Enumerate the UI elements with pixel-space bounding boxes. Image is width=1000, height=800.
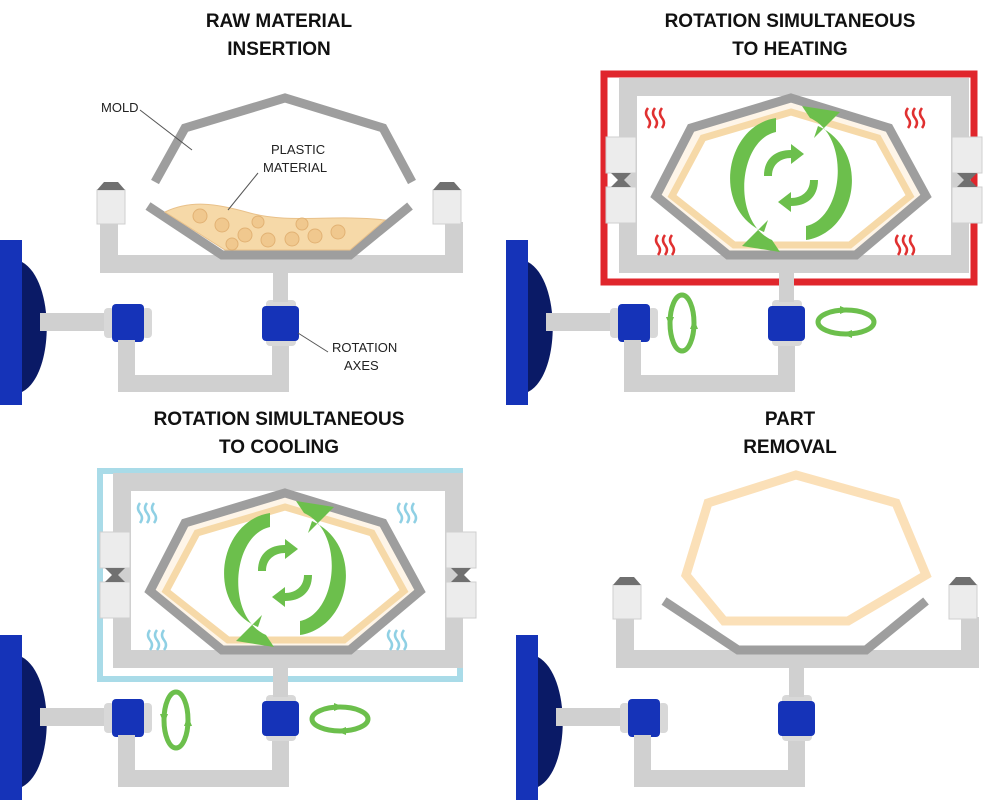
mold-lower-half bbox=[145, 202, 413, 260]
closed-mold bbox=[656, 98, 926, 255]
plastic-material-label-line2: MATERIAL bbox=[263, 160, 327, 175]
rotation-axes-label-line2: AXES bbox=[344, 358, 379, 373]
closed-mold bbox=[150, 493, 420, 650]
mold-upper-half bbox=[151, 93, 416, 185]
panel-title-line2: TO COOLING bbox=[219, 437, 339, 458]
panel-rotation-cooling: ROTATION SIMULTANEOUS TO COOLING bbox=[0, 409, 477, 800]
panel-title-line1: ROTATION SIMULTANEOUS bbox=[154, 409, 405, 430]
vertical-rotation-icon bbox=[160, 692, 192, 748]
panel-raw-material-insertion: RAW MATERIAL INSERTION MOLD PLASTIC MATE… bbox=[0, 11, 464, 405]
panel-title-line1: ROTATION SIMULTANEOUS bbox=[665, 11, 916, 32]
panel-title-line2: TO HEATING bbox=[732, 39, 847, 60]
finished-plastic-part bbox=[680, 470, 932, 626]
panel-title-line2: INSERTION bbox=[227, 39, 330, 60]
plastic-pellets bbox=[192, 208, 346, 251]
plastic-powder bbox=[163, 203, 387, 251]
horizontal-rotation-icon bbox=[312, 703, 368, 735]
vertical-rotation-icon bbox=[666, 295, 698, 351]
panel-title-line1: RAW MATERIAL bbox=[206, 11, 353, 32]
plastic-material-label-line1: PLASTIC bbox=[271, 142, 325, 157]
mold-lower-half bbox=[661, 597, 929, 655]
panel-title-line2: REMOVAL bbox=[743, 437, 837, 458]
horizontal-rotation-icon bbox=[818, 306, 874, 338]
panel-rotation-heating: ROTATION SIMULTANEOUS TO HEATING bbox=[506, 11, 983, 405]
panel-part-removal: PART REMOVAL bbox=[516, 409, 980, 800]
panel-title-line1: PART bbox=[765, 409, 816, 430]
rotation-axes-label-line1: ROTATION bbox=[332, 340, 397, 355]
mold-label: MOLD bbox=[101, 100, 139, 115]
